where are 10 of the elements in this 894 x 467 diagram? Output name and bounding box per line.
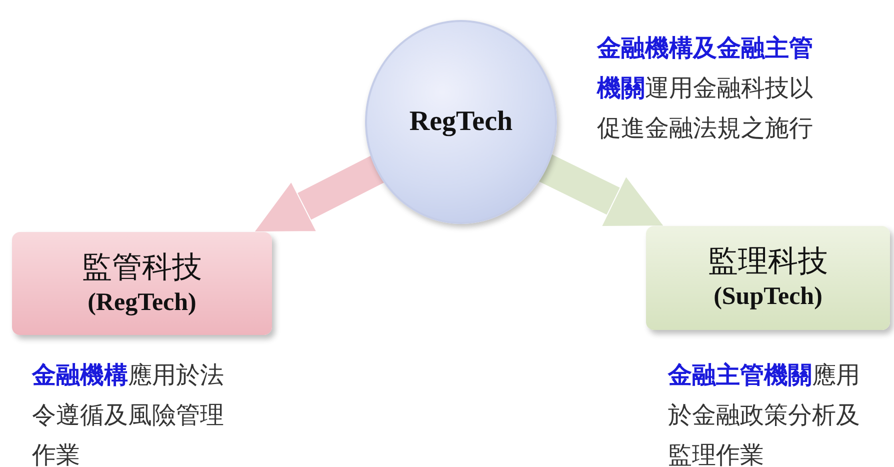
rounded-box xyxy=(646,226,890,330)
node-subtitle: (SupTech) xyxy=(714,282,822,312)
node-subtitle: (RegTech) xyxy=(88,288,196,318)
description-text: 金融主管機關應用於金融政策分析及監理作業 xyxy=(668,360,861,467)
description-text: 金融機構應用於法令遵循及風險管理作業 xyxy=(32,360,225,467)
node-title: 監管科技 xyxy=(82,248,202,286)
node-title: 監理科技 xyxy=(708,243,828,281)
description-text: 金融機構及金融主管機關運用金融科技以促進金融法規之施行 xyxy=(597,33,814,144)
node-title: RegTech xyxy=(409,106,513,138)
rounded-box xyxy=(12,232,272,335)
